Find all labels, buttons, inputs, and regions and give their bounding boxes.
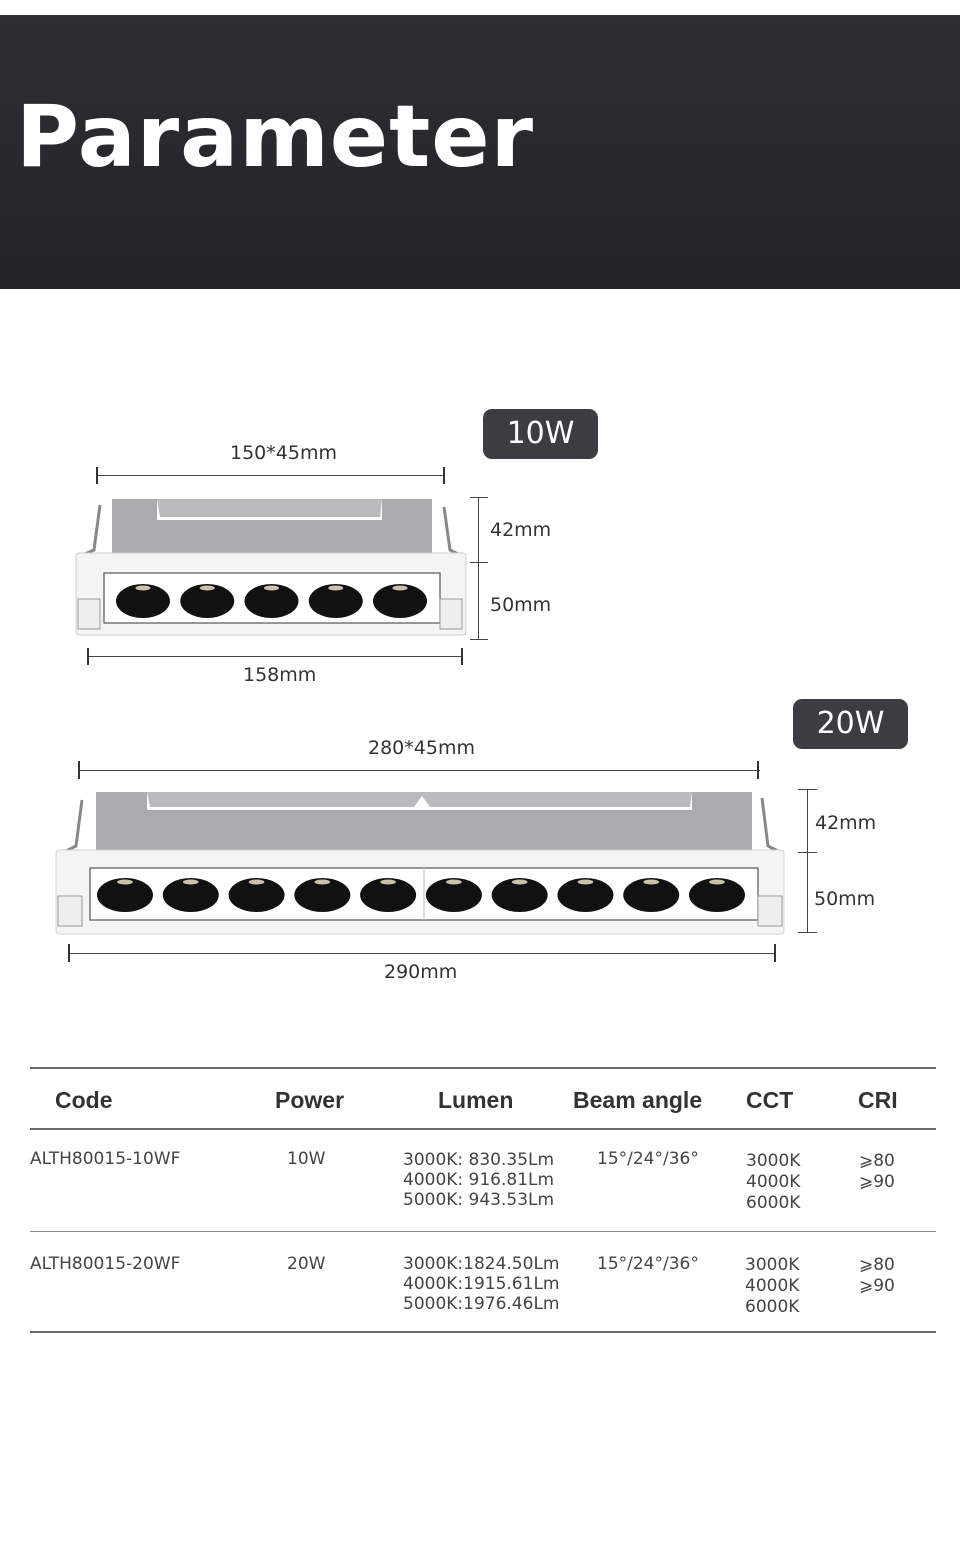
cell-lumen: 3000K:1824.50Lm 4000K:1915.61Lm 5000K:19… [403, 1254, 560, 1314]
table-row-rule [30, 1231, 936, 1232]
table-header-rule [30, 1128, 936, 1130]
lens-4 [308, 584, 363, 618]
cell-lumen: 3000K: 830.35Lm 4000K: 916.81Lm 5000K: 9… [403, 1150, 555, 1210]
lens-glint [314, 879, 331, 885]
lens-row [116, 584, 427, 618]
top-dimension-line [96, 475, 445, 476]
header-lumen: Lumen [438, 1087, 514, 1113]
lens-3 [244, 584, 299, 618]
lens-glint [328, 585, 344, 591]
cell-cri: ⩾80 ⩾90 [859, 1255, 895, 1296]
lens-2 [180, 584, 235, 618]
lens-5 [373, 584, 427, 618]
height-dimension-line [478, 497, 479, 640]
bottom-dimension-line [68, 953, 776, 954]
lens-glint [135, 585, 151, 591]
lens-glint [392, 585, 408, 591]
cell-cct: 3000K 4000K 6000K [745, 1255, 800, 1317]
fixture-10w-image [75, 499, 467, 636]
lens-5 [360, 878, 417, 912]
lens-glint [643, 879, 660, 885]
page-title: Parameter [16, 87, 534, 187]
cell-power: 20W [287, 1254, 326, 1274]
lens-3 [228, 878, 285, 912]
bottom-dimension-line [87, 656, 463, 657]
header-power: Power [275, 1087, 345, 1113]
top-dimension-label: 150*45mm [230, 442, 337, 464]
lens-glint [446, 879, 462, 885]
lens-glint [248, 879, 265, 885]
header-beam-angle: Beam angle [573, 1087, 703, 1113]
cell-code: ALTH80015-20WF [30, 1254, 181, 1274]
lens-glint [263, 585, 280, 591]
bottom-dimension-label: 158mm [243, 664, 317, 686]
lens-row [97, 878, 745, 912]
lens-glint [709, 879, 725, 885]
cell-power: 10W [287, 1149, 326, 1169]
height-bottom-label: 50mm [490, 594, 552, 616]
cell-beam-angle: 15°/24°/36° [597, 1254, 699, 1274]
lens-10 [689, 878, 745, 912]
bottom-dimension-label: 290mm [384, 961, 458, 983]
lens-1 [116, 584, 170, 618]
lens-1 [97, 878, 153, 912]
header-cct: CCT [746, 1087, 794, 1113]
lens-4 [294, 878, 351, 912]
top-dimension-label: 280*45mm [368, 737, 475, 759]
power-badge-20w: 20W [793, 699, 908, 749]
table-bottom-rule [30, 1331, 936, 1333]
lens-9 [623, 878, 680, 912]
lens-glint [199, 585, 215, 591]
top-dimension-line [78, 770, 760, 771]
cell-beam-angle: 15°/24°/36° [597, 1149, 699, 1169]
height-top-label: 42mm [490, 519, 552, 541]
lens-glint [511, 879, 528, 885]
lens-glint [577, 879, 594, 885]
power-badge-10w: 10W [483, 409, 598, 459]
header-code: Code [55, 1087, 113, 1113]
lens-7 [491, 878, 548, 912]
height-top-label: 42mm [815, 812, 877, 834]
lens-glint [117, 879, 133, 885]
header-cri: CRI [858, 1087, 898, 1113]
lens-6 [425, 878, 482, 912]
lens-glint [380, 879, 396, 885]
fixture-20w-image [55, 792, 785, 935]
lens-2 [162, 878, 219, 912]
lens-glint [182, 879, 199, 885]
table-top-rule [30, 1067, 936, 1069]
cell-code: ALTH80015-10WF [30, 1149, 181, 1169]
header-banner: Parameter [0, 15, 960, 289]
cell-cct: 3000K 4000K 6000K [746, 1151, 801, 1213]
height-bottom-label: 50mm [814, 888, 876, 910]
height-dimension-line [807, 789, 808, 933]
cell-cri: ⩾80 ⩾90 [859, 1151, 895, 1192]
lens-8 [557, 878, 614, 912]
